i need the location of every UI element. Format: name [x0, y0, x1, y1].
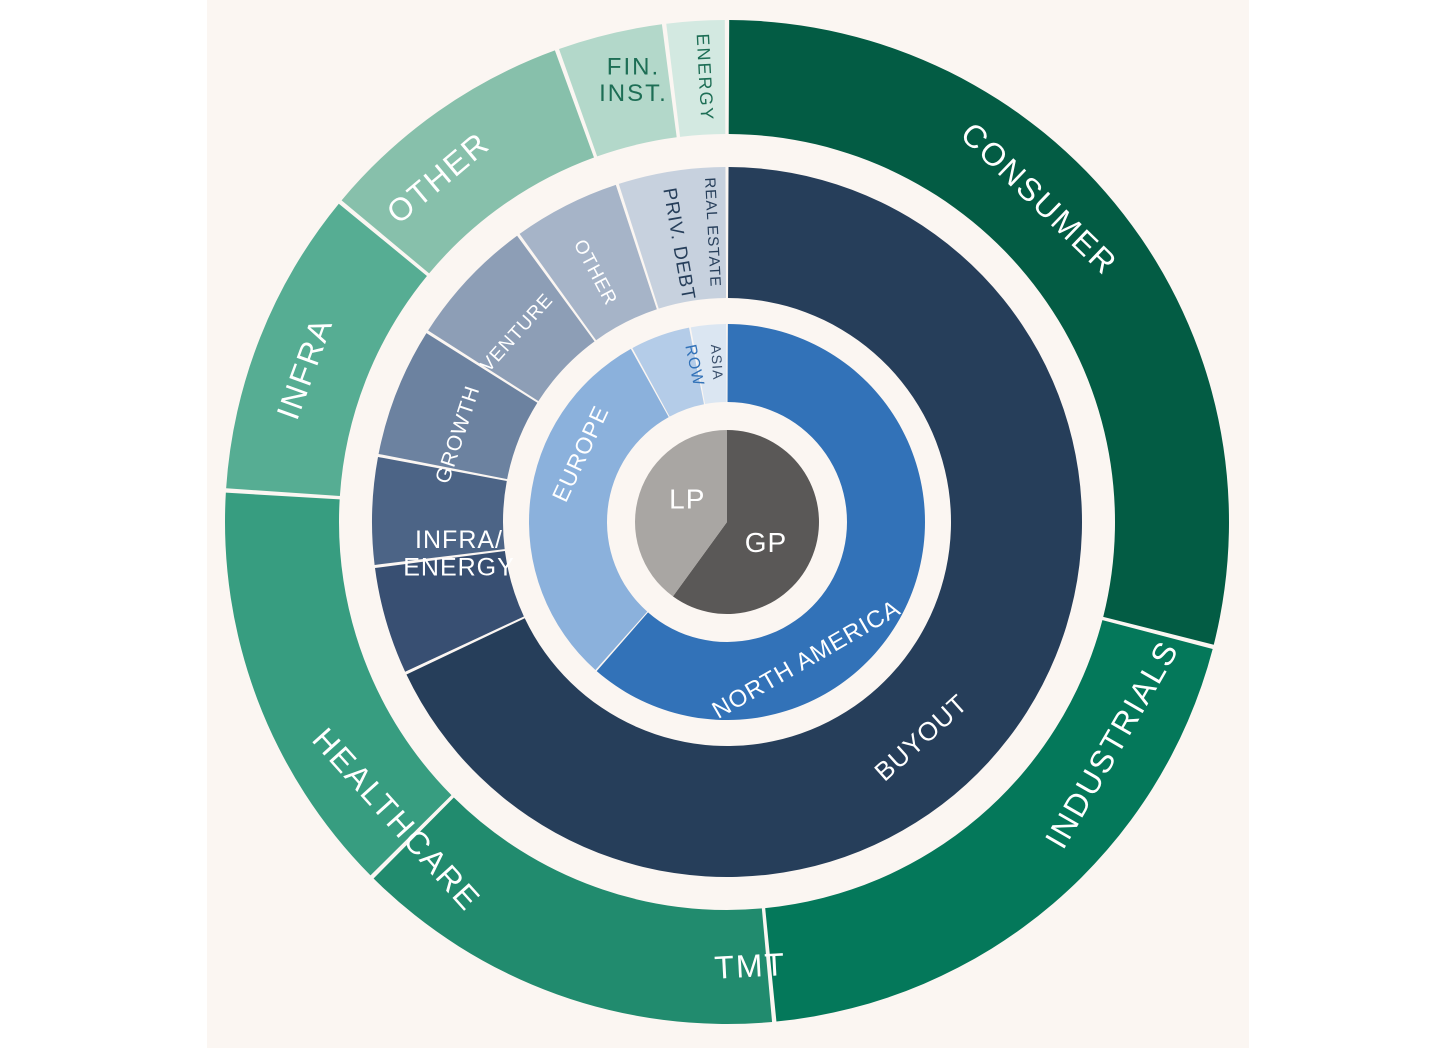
segment-ring3-real-estate — [618, 167, 727, 309]
segment-ring4-tmt — [373, 797, 773, 1025]
segment-ring2-row — [632, 327, 705, 417]
segment-ring4-healthcare — [224, 492, 452, 876]
segment-ring3-infra-energy — [374, 551, 524, 672]
segment-ring4-consumer — [728, 20, 1229, 645]
segment-ring4-industrials — [765, 620, 1213, 1022]
segment-ring4-other — [341, 50, 594, 274]
segment-ring1-gp — [672, 430, 819, 614]
segment-ring3-buyout — [406, 167, 1082, 878]
segment-ring3-growth — [372, 457, 507, 565]
label-ring1-gp: GP — [745, 527, 787, 558]
segment-ring1-lp — [635, 430, 727, 597]
segment-ring2-asia — [690, 324, 727, 405]
segment-ring4-energy — [666, 20, 726, 137]
segment-ring2-europe — [529, 348, 669, 670]
segment-ring4-infra — [226, 203, 427, 496]
segment-ring4-fin-inst — [559, 24, 677, 157]
segments-layer — [224, 20, 1229, 1025]
label-ring2-asia: Asia — [708, 344, 726, 381]
label-ring4-tmt: TMT — [713, 946, 787, 986]
label-ring4-energy: Energy — [693, 33, 718, 122]
label-ring3-infra-energy: Infra/Energy — [403, 526, 515, 582]
label-ring1-lp: LP — [669, 483, 705, 514]
label-ring4-fin-inst: Fin.Inst. — [599, 54, 668, 107]
label-ring3-real-estate: Real Estate — [701, 177, 724, 288]
segment-ring3-priv-debt — [519, 184, 657, 341]
segment-ring3-venture — [378, 333, 538, 480]
segment-ring2-north-america — [596, 324, 926, 720]
segment-ring3-other — [428, 235, 595, 402]
